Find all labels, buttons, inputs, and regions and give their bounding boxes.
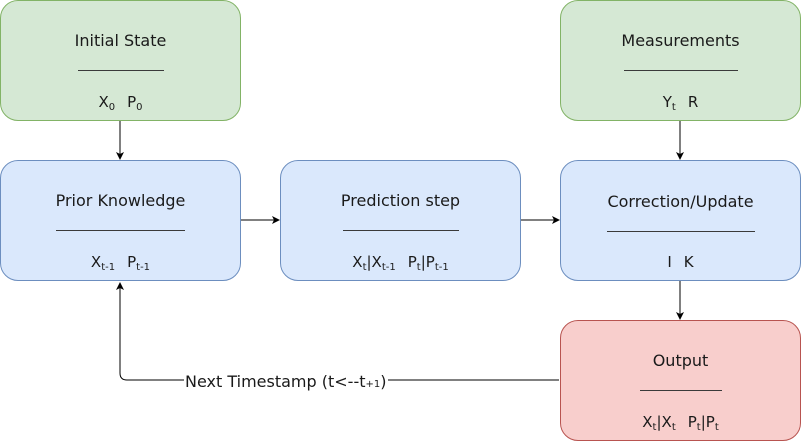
next-timestamp-label: Next Timestamp (t<--t+1) — [184, 372, 388, 392]
edge-output-to-prior-loop — [116, 282, 559, 381]
prediction-step-divider — [343, 230, 459, 231]
prior-knowledge-divider — [56, 230, 185, 231]
initial-state-divider — [78, 70, 164, 71]
output-title: Output — [652, 351, 709, 370]
measurements-divider — [624, 70, 738, 71]
measurements-title: Measurements — [621, 31, 740, 50]
output-divider — [640, 390, 722, 391]
correction-update-title: Correction/Update — [607, 192, 754, 211]
prior-knowledge-title: Prior Knowledge — [55, 191, 186, 210]
prediction-step-title: Prediction step — [340, 191, 461, 210]
correction-update-divider — [607, 231, 755, 232]
initial-state-title: Initial State — [74, 31, 167, 50]
